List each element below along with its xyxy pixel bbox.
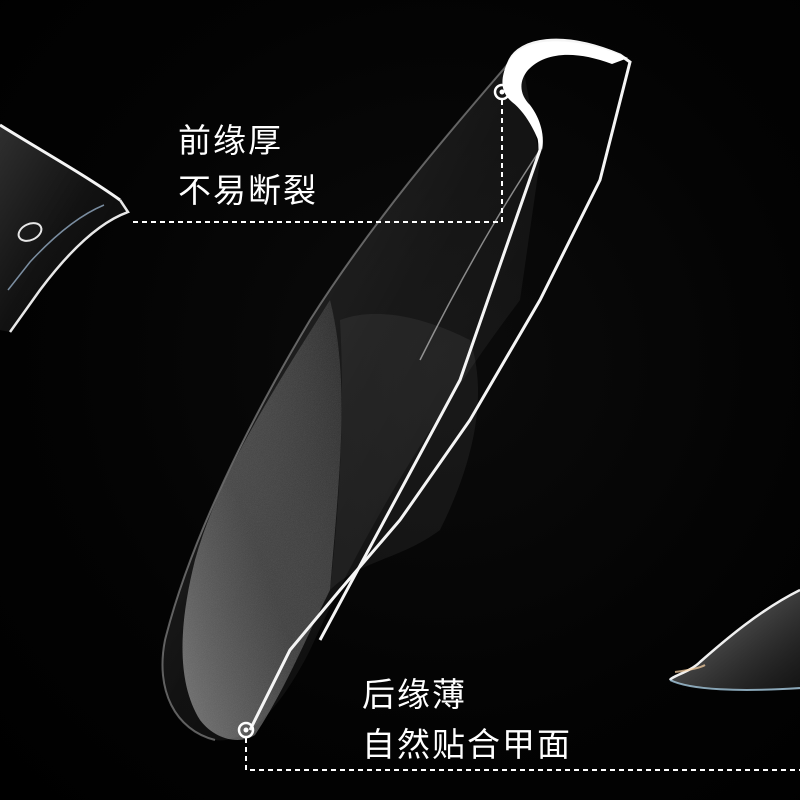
back-edge-description: 自然贴合甲面	[362, 725, 572, 764]
partial-nail-top-left	[0, 123, 130, 333]
partial-nail-bottom-right	[668, 588, 800, 691]
back-edge-title: 后缘薄	[362, 675, 467, 714]
front-edge-title: 前缘厚	[178, 121, 283, 160]
front-edge-guide	[130, 83, 511, 223]
back-edge-callout: 后缘薄 自然贴合甲面	[362, 670, 572, 770]
front-edge-callout: 前缘厚 不易断裂	[178, 116, 318, 216]
back-edge-guide	[237, 721, 800, 771]
main-nail-tip	[161, 38, 632, 741]
front-edge-description: 不易断裂	[178, 171, 318, 210]
